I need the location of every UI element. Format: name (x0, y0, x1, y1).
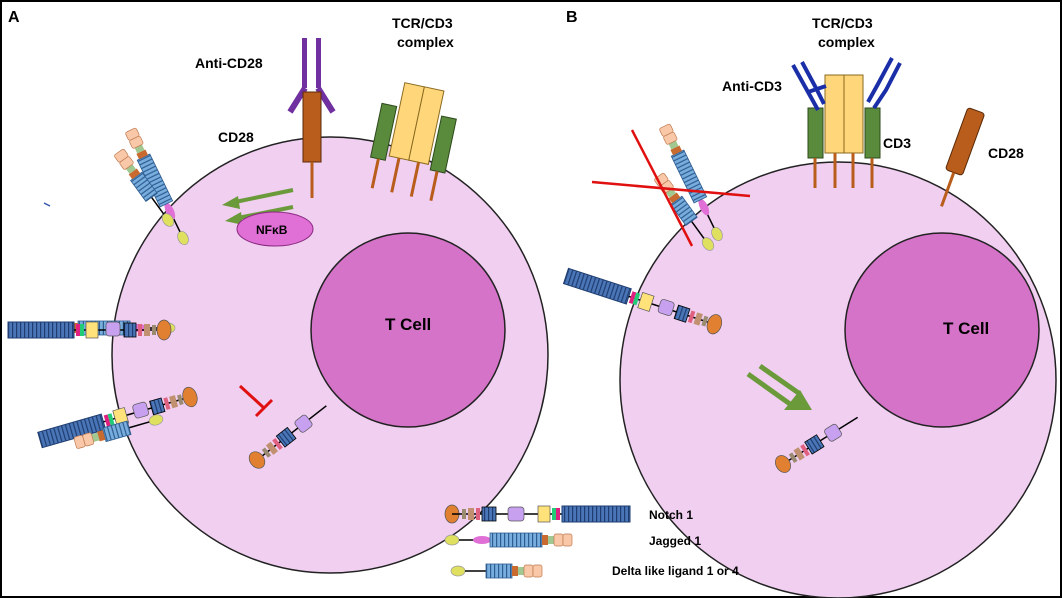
legend-item-notch: Notch 1 (444, 504, 693, 524)
nucleus-b (844, 232, 1040, 428)
tcr-label-a-line2: complex (397, 34, 454, 50)
legend-item-jagged: Jagged 1 (444, 532, 701, 548)
tcr-label-a-line1: TCR/CD3 (392, 15, 453, 31)
panel-a-letter: A (8, 9, 20, 26)
inhibition-symbol (238, 384, 274, 418)
panel-b-letter: B (566, 9, 578, 26)
legend: Notch 1 Jagged 1 Delta like ligand 1 or … (444, 504, 739, 579)
cd28-receptor-b (940, 107, 985, 207)
legend-jagged-label: Jagged 1 (649, 534, 701, 548)
legend-notch-label: Notch 1 (649, 508, 693, 522)
nfkb-oval (236, 211, 314, 247)
activation-arrows-b (746, 363, 812, 410)
panel-b: B T Cell TCR/CD3 complex Anti-CD3 C (562, 9, 1057, 598)
nucleus-b-label: T Cell (943, 319, 989, 338)
panel-a: A T Cell Anti-CD28 CD28 TCR/CD3 (7, 9, 549, 574)
legend-delta-label: Delta like ligand 1 or 4 (612, 564, 739, 578)
legend-item-delta: Delta like ligand 1 or 4 (450, 563, 739, 579)
tcr-cd3-complex-a (369, 82, 457, 201)
cd28-label-b: CD28 (988, 145, 1024, 161)
tcr-label-b-line1: TCR/CD3 (812, 15, 873, 31)
tcr-cd3-complex-b (807, 74, 881, 188)
anti-cd3-antibody-right (866, 57, 902, 110)
anti-cd28-label: Anti-CD28 (195, 55, 263, 71)
anti-cd3-antibody-left (791, 61, 827, 111)
anti-cd3-label: Anti-CD3 (722, 78, 782, 94)
cd3-label: CD3 (883, 135, 911, 151)
nucleus-a-label: T Cell (385, 315, 431, 334)
nucleus-a (310, 232, 506, 428)
nfkb-label: NFκB (256, 223, 288, 237)
cd28-receptor-a (302, 91, 322, 198)
tcr-label-b-line2: complex (818, 34, 875, 50)
cross-out-mark (591, 129, 751, 247)
cd28-label-a: CD28 (218, 129, 254, 145)
